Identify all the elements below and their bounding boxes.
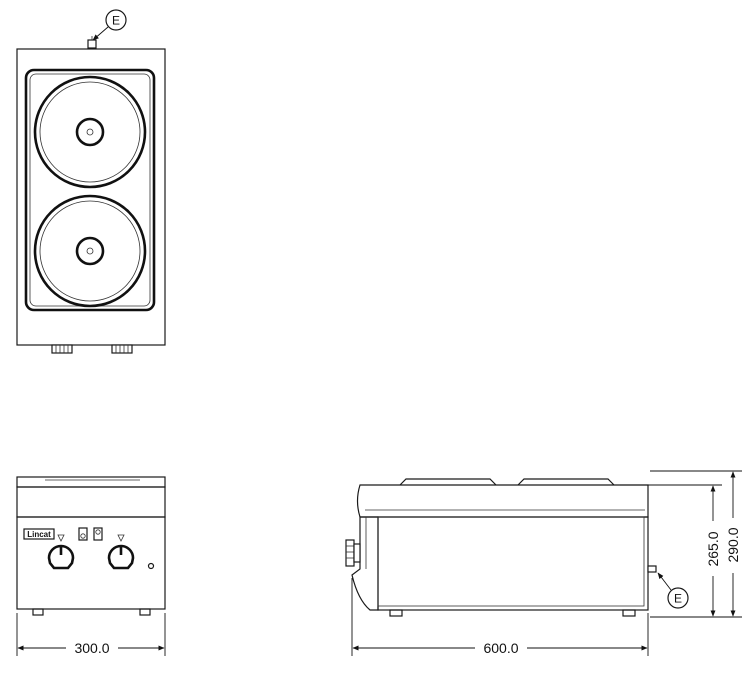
callout-circle [105, 9, 127, 31]
control-panel [16, 516, 166, 610]
foot-right [139, 608, 151, 616]
side-view: E 600.0 265.0 290.0 [345, 470, 742, 656]
knob-marker-left [57, 534, 65, 542]
appliance-body-outline [16, 48, 166, 346]
callout-label: E [112, 14, 120, 28]
side-front-panel [351, 516, 379, 611]
height-dimension-outer-label: 290.0 [725, 527, 741, 562]
hotplate-front [33, 194, 147, 308]
width-dimension-label: 300.0 [74, 640, 109, 656]
indicator-light-right [93, 527, 103, 541]
callout-leader [92, 26, 109, 41]
height-dimensions: 265.0 290.0 [620, 470, 742, 618]
front-view: Lincat 300.0 [16, 476, 166, 656]
indicator-light-left [78, 527, 88, 541]
side-top-slab [356, 484, 649, 518]
control-knob-left [47, 544, 75, 570]
height-dimension-inner-label: 265.0 [705, 531, 721, 566]
side-hotplate-2 [517, 478, 615, 486]
knob-marker-right [117, 534, 125, 542]
side-foot-rear [622, 609, 636, 617]
side-view-callout: E [657, 572, 689, 609]
control-knob-right [107, 544, 135, 570]
panel-screw [147, 562, 155, 570]
brand-badge: Lincat [23, 528, 55, 540]
control-knob-right-top [111, 344, 133, 354]
width-dimension: 300.0 [16, 613, 166, 656]
length-dimension-label: 600.0 [483, 640, 518, 656]
top-view: E [16, 9, 166, 354]
side-foot-front [389, 609, 403, 617]
side-control-knob [345, 539, 361, 567]
side-hotplate-1 [399, 478, 497, 486]
electrical-connector [87, 39, 97, 49]
side-main-body [377, 516, 649, 611]
callout-circle [667, 587, 689, 609]
foot-left [32, 608, 44, 616]
hob-tray [24, 68, 156, 312]
length-dimension: 600.0 [351, 578, 649, 656]
callout-label: E [674, 592, 682, 606]
callout-leader [657, 572, 672, 591]
control-knob-left-top [51, 344, 73, 354]
top-view-callout: E [92, 9, 127, 41]
hotplate-rear [33, 75, 147, 189]
front-top-plate [16, 476, 166, 488]
svg-text:Lincat: Lincat [27, 530, 51, 539]
side-electrical-connector [647, 565, 657, 573]
